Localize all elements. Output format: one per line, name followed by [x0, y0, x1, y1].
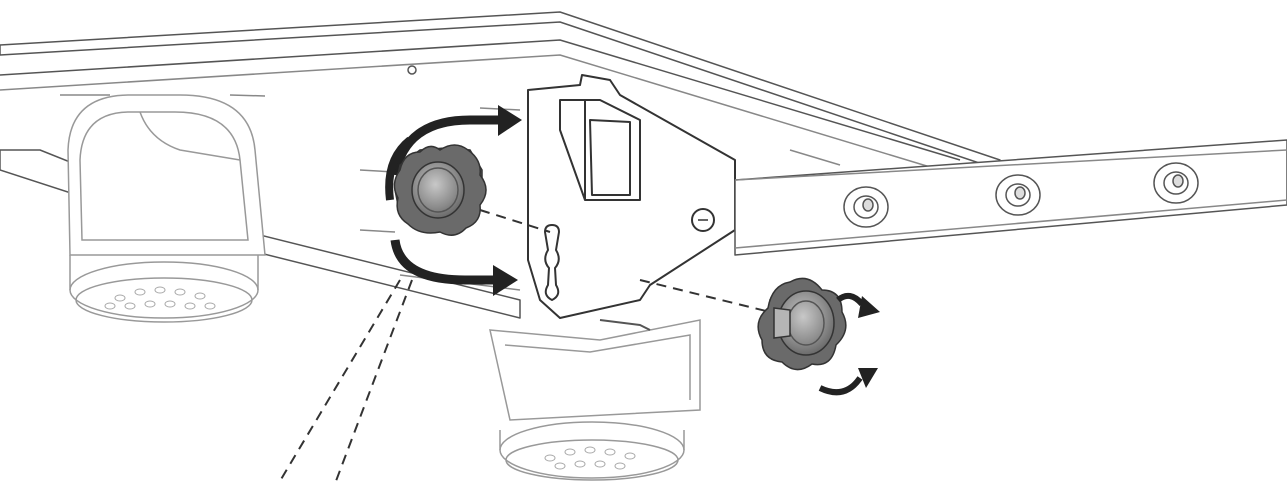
arrow-head-icon [858, 296, 880, 388]
left-support-foot [67, 94, 266, 323]
dashed-leader-lines [279, 209, 771, 481]
center-support-bracket [527, 74, 736, 331]
rotation-arrows-right [818, 292, 865, 396]
rail-hole [843, 186, 889, 228]
rotation-arrows-left [385, 115, 500, 285]
cross-rail [734, 139, 1287, 256]
left-star-knob [393, 144, 487, 236]
right-star-knob [757, 277, 847, 371]
rail-hole [1153, 162, 1199, 204]
center-support-foot [489, 319, 701, 481]
arrow-head-icon [493, 105, 522, 296]
rail-hole [995, 174, 1041, 216]
